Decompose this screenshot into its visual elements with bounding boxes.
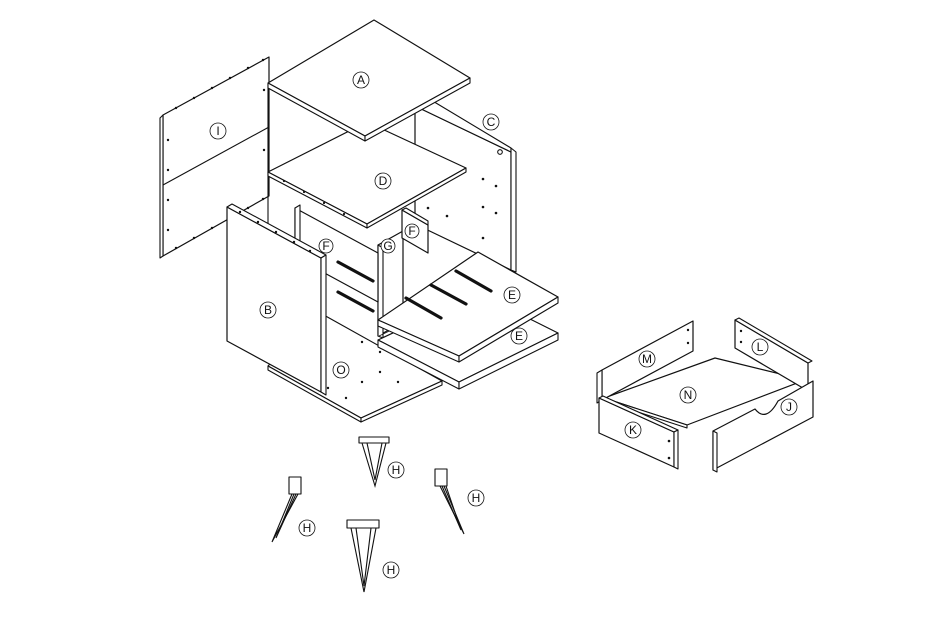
- svg-text:E: E: [515, 329, 523, 343]
- label-o: O: [333, 362, 349, 378]
- svg-text:A: A: [357, 73, 365, 87]
- svg-text:M: M: [642, 352, 652, 366]
- label-f-upper: F: [405, 224, 419, 238]
- label-e-lower: E: [511, 328, 527, 344]
- label-h-3: H: [468, 490, 484, 506]
- svg-text:K: K: [629, 423, 637, 437]
- svg-text:H: H: [392, 463, 401, 477]
- svg-text:H: H: [472, 491, 481, 505]
- label-m: M: [639, 351, 655, 367]
- svg-text:N: N: [684, 388, 693, 402]
- leg-h-3: [435, 469, 464, 534]
- label-a: A: [353, 72, 369, 88]
- svg-text:C: C: [487, 115, 496, 129]
- label-h-4: H: [383, 562, 399, 578]
- svg-text:F: F: [408, 224, 415, 238]
- label-f-back: F: [319, 239, 333, 253]
- leg-h-1: [359, 437, 389, 486]
- label-n: N: [680, 387, 696, 403]
- svg-text:O: O: [336, 363, 345, 377]
- svg-text:H: H: [387, 563, 396, 577]
- leg-h-4: [347, 520, 379, 592]
- label-j: J: [781, 399, 797, 415]
- svg-text:L: L: [757, 340, 764, 354]
- label-d: D: [375, 173, 391, 189]
- label-c: C: [483, 114, 499, 130]
- svg-text:H: H: [303, 521, 312, 535]
- label-h-2: H: [299, 520, 315, 536]
- svg-text:B: B: [264, 303, 272, 317]
- svg-text:E: E: [508, 288, 516, 302]
- label-g: G: [381, 239, 395, 253]
- label-k: K: [625, 422, 641, 438]
- label-h-1: H: [388, 462, 404, 478]
- svg-text:F: F: [322, 239, 329, 253]
- leg-h-2: [272, 477, 301, 542]
- svg-text:D: D: [379, 174, 388, 188]
- label-l: L: [752, 339, 768, 355]
- label-b: B: [260, 302, 276, 318]
- svg-text:I: I: [216, 124, 219, 138]
- label-e-upper: E: [504, 287, 520, 303]
- svg-text:G: G: [383, 239, 392, 253]
- svg-text:J: J: [786, 400, 792, 414]
- label-i: I: [210, 123, 226, 139]
